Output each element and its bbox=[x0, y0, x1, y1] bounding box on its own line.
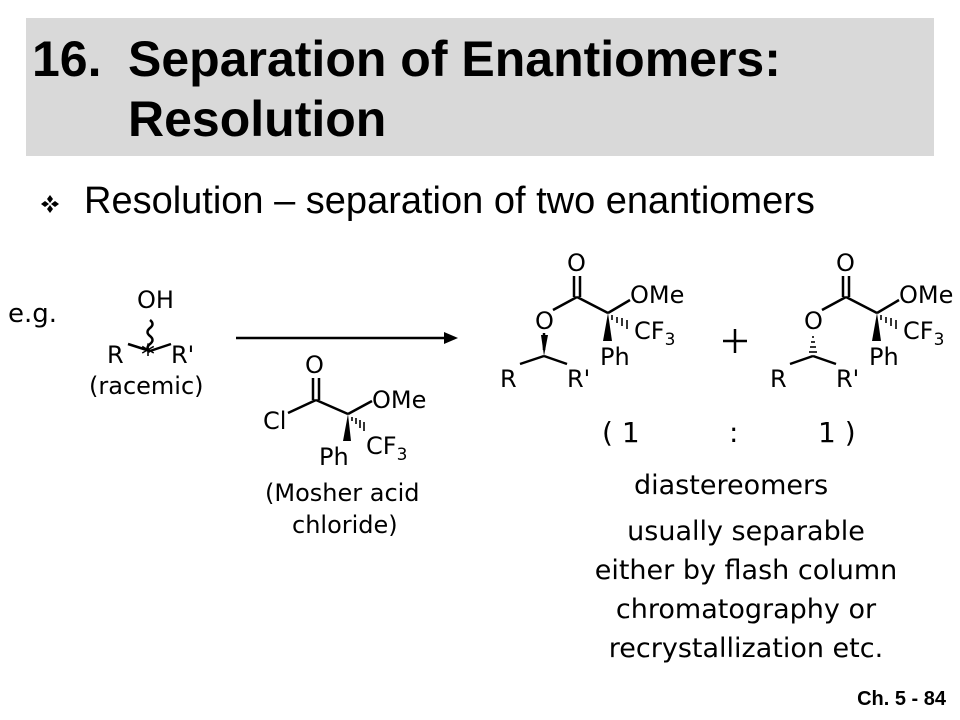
product2-r-prime: R' bbox=[836, 365, 860, 393]
bond bbox=[543, 354, 568, 366]
reactant-note: (racemic) bbox=[89, 372, 204, 400]
bullet-text: Resolution – separation of two enantiome… bbox=[84, 180, 815, 222]
wavy-bond bbox=[146, 319, 154, 353]
bond bbox=[149, 342, 172, 353]
note-line: recrystallization etc. bbox=[608, 633, 884, 664]
bond bbox=[347, 399, 373, 416]
product1-ester-o: O bbox=[535, 307, 554, 335]
note-line: chromatography or bbox=[615, 594, 877, 625]
bond bbox=[315, 398, 349, 416]
product2-ome: OMe bbox=[899, 281, 954, 309]
product1-cf3: CF3 bbox=[634, 317, 676, 350]
bond bbox=[576, 295, 609, 315]
reactant-r-prime: R' bbox=[171, 341, 195, 369]
page-title-line-2: Resolution bbox=[128, 91, 387, 147]
eg-label: e.g. bbox=[8, 299, 58, 329]
bond bbox=[845, 295, 878, 315]
reagent-ome: OMe bbox=[372, 386, 427, 414]
ratio-colon: : bbox=[729, 416, 739, 449]
title-band bbox=[26, 18, 934, 156]
product2-cf3: CF3 bbox=[903, 317, 945, 350]
wedge-bond bbox=[603, 313, 612, 341]
reagent-ph: Ph bbox=[319, 443, 349, 471]
wedge-bond bbox=[872, 313, 881, 341]
bond bbox=[789, 354, 814, 366]
bond bbox=[821, 295, 847, 312]
reactant-oh: OH bbox=[137, 286, 174, 314]
slide-footer: Ch. 5 - 84 bbox=[857, 688, 946, 710]
separation-note: usually separable either by flash column… bbox=[560, 512, 932, 668]
wedge-bond bbox=[343, 414, 351, 441]
diastereomers-label: diastereomers bbox=[634, 470, 829, 501]
bond bbox=[287, 398, 317, 415]
product2-ph: Ph bbox=[869, 343, 899, 371]
reagent-name-line-1: (Mosher acid bbox=[265, 479, 420, 507]
title-number: 16. bbox=[32, 31, 102, 87]
wedge-bond bbox=[541, 335, 548, 356]
reagent-o: O bbox=[305, 351, 324, 379]
bond bbox=[812, 354, 837, 366]
reagent-cl: Cl bbox=[263, 407, 287, 435]
product2-ester-o: O bbox=[804, 307, 823, 335]
note-line: either by flash column bbox=[594, 555, 898, 586]
reagent-name-line-2: chloride) bbox=[292, 511, 398, 539]
bond bbox=[127, 342, 151, 353]
reactant-r: R bbox=[107, 341, 124, 369]
product1-r: R bbox=[500, 365, 517, 393]
page-title-line-1: Separation of Enantiomers: bbox=[128, 31, 781, 87]
product1-r-prime: R' bbox=[567, 365, 591, 393]
reagent-cf3: CF3 bbox=[366, 432, 408, 465]
bond bbox=[607, 298, 631, 315]
arrowhead bbox=[444, 332, 458, 344]
ratio-open: ( 1 bbox=[602, 416, 640, 449]
bond bbox=[519, 354, 545, 366]
product1-carbonyl-o: O bbox=[567, 249, 586, 277]
product2-r: R bbox=[770, 365, 787, 393]
product2-carbonyl-o: O bbox=[836, 249, 855, 277]
bond bbox=[552, 295, 578, 312]
product1-ph: Ph bbox=[600, 343, 630, 371]
note-line: usually separable bbox=[627, 516, 865, 547]
stereocenter-mark: * bbox=[141, 338, 155, 371]
ratio-close: 1 ) bbox=[818, 416, 856, 449]
bond bbox=[876, 298, 900, 315]
product1-ome: OMe bbox=[630, 281, 685, 309]
four-diamond-bullet-icon bbox=[41, 195, 59, 213]
